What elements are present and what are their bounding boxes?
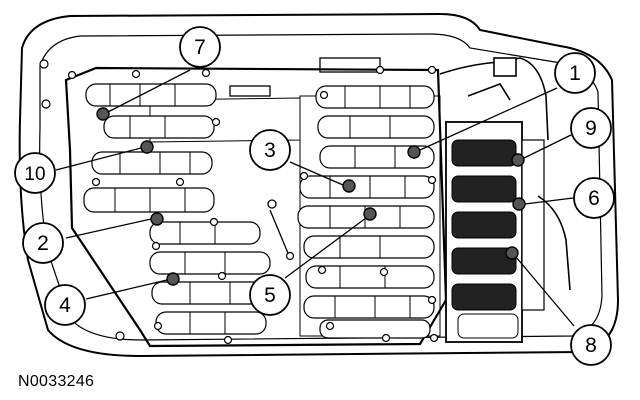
callout-7-number: 7 [194,36,206,59]
wiring-harness [439,57,571,291]
callout-5: 5 [249,274,291,316]
callout-3-number: 3 [264,139,276,162]
callout-10-number: 10 [24,164,45,185]
callout-2-number: 2 [37,232,49,255]
callout-7: 7 [179,26,221,68]
callout-5-number: 5 [264,284,276,307]
callout-3: 3 [249,129,291,171]
callout-9: 9 [570,107,612,149]
callout-10: 10 [14,152,56,194]
callout-8: 8 [570,324,612,366]
solenoid-pack [445,121,545,343]
callout-1: 1 [554,52,596,94]
callout-4-number: 4 [59,294,71,317]
callout-4: 4 [44,284,86,326]
spool-bores-left [83,83,273,335]
leader-lines [55,69,575,327]
callout-8-number: 8 [585,334,597,357]
callout-6-number: 6 [588,187,600,210]
filter-screen-stud [229,57,381,259]
figure-id: N0033246 [18,373,95,390]
callout-1-number: 1 [569,62,581,85]
callout-6: 6 [573,177,615,219]
valve-body-bolts [67,65,439,345]
callout-2: 2 [22,222,64,264]
callout-9-number: 9 [585,117,597,140]
spool-bores-center [297,85,435,339]
spool-lands-center [329,86,411,318]
target-bolts [96,107,526,286]
